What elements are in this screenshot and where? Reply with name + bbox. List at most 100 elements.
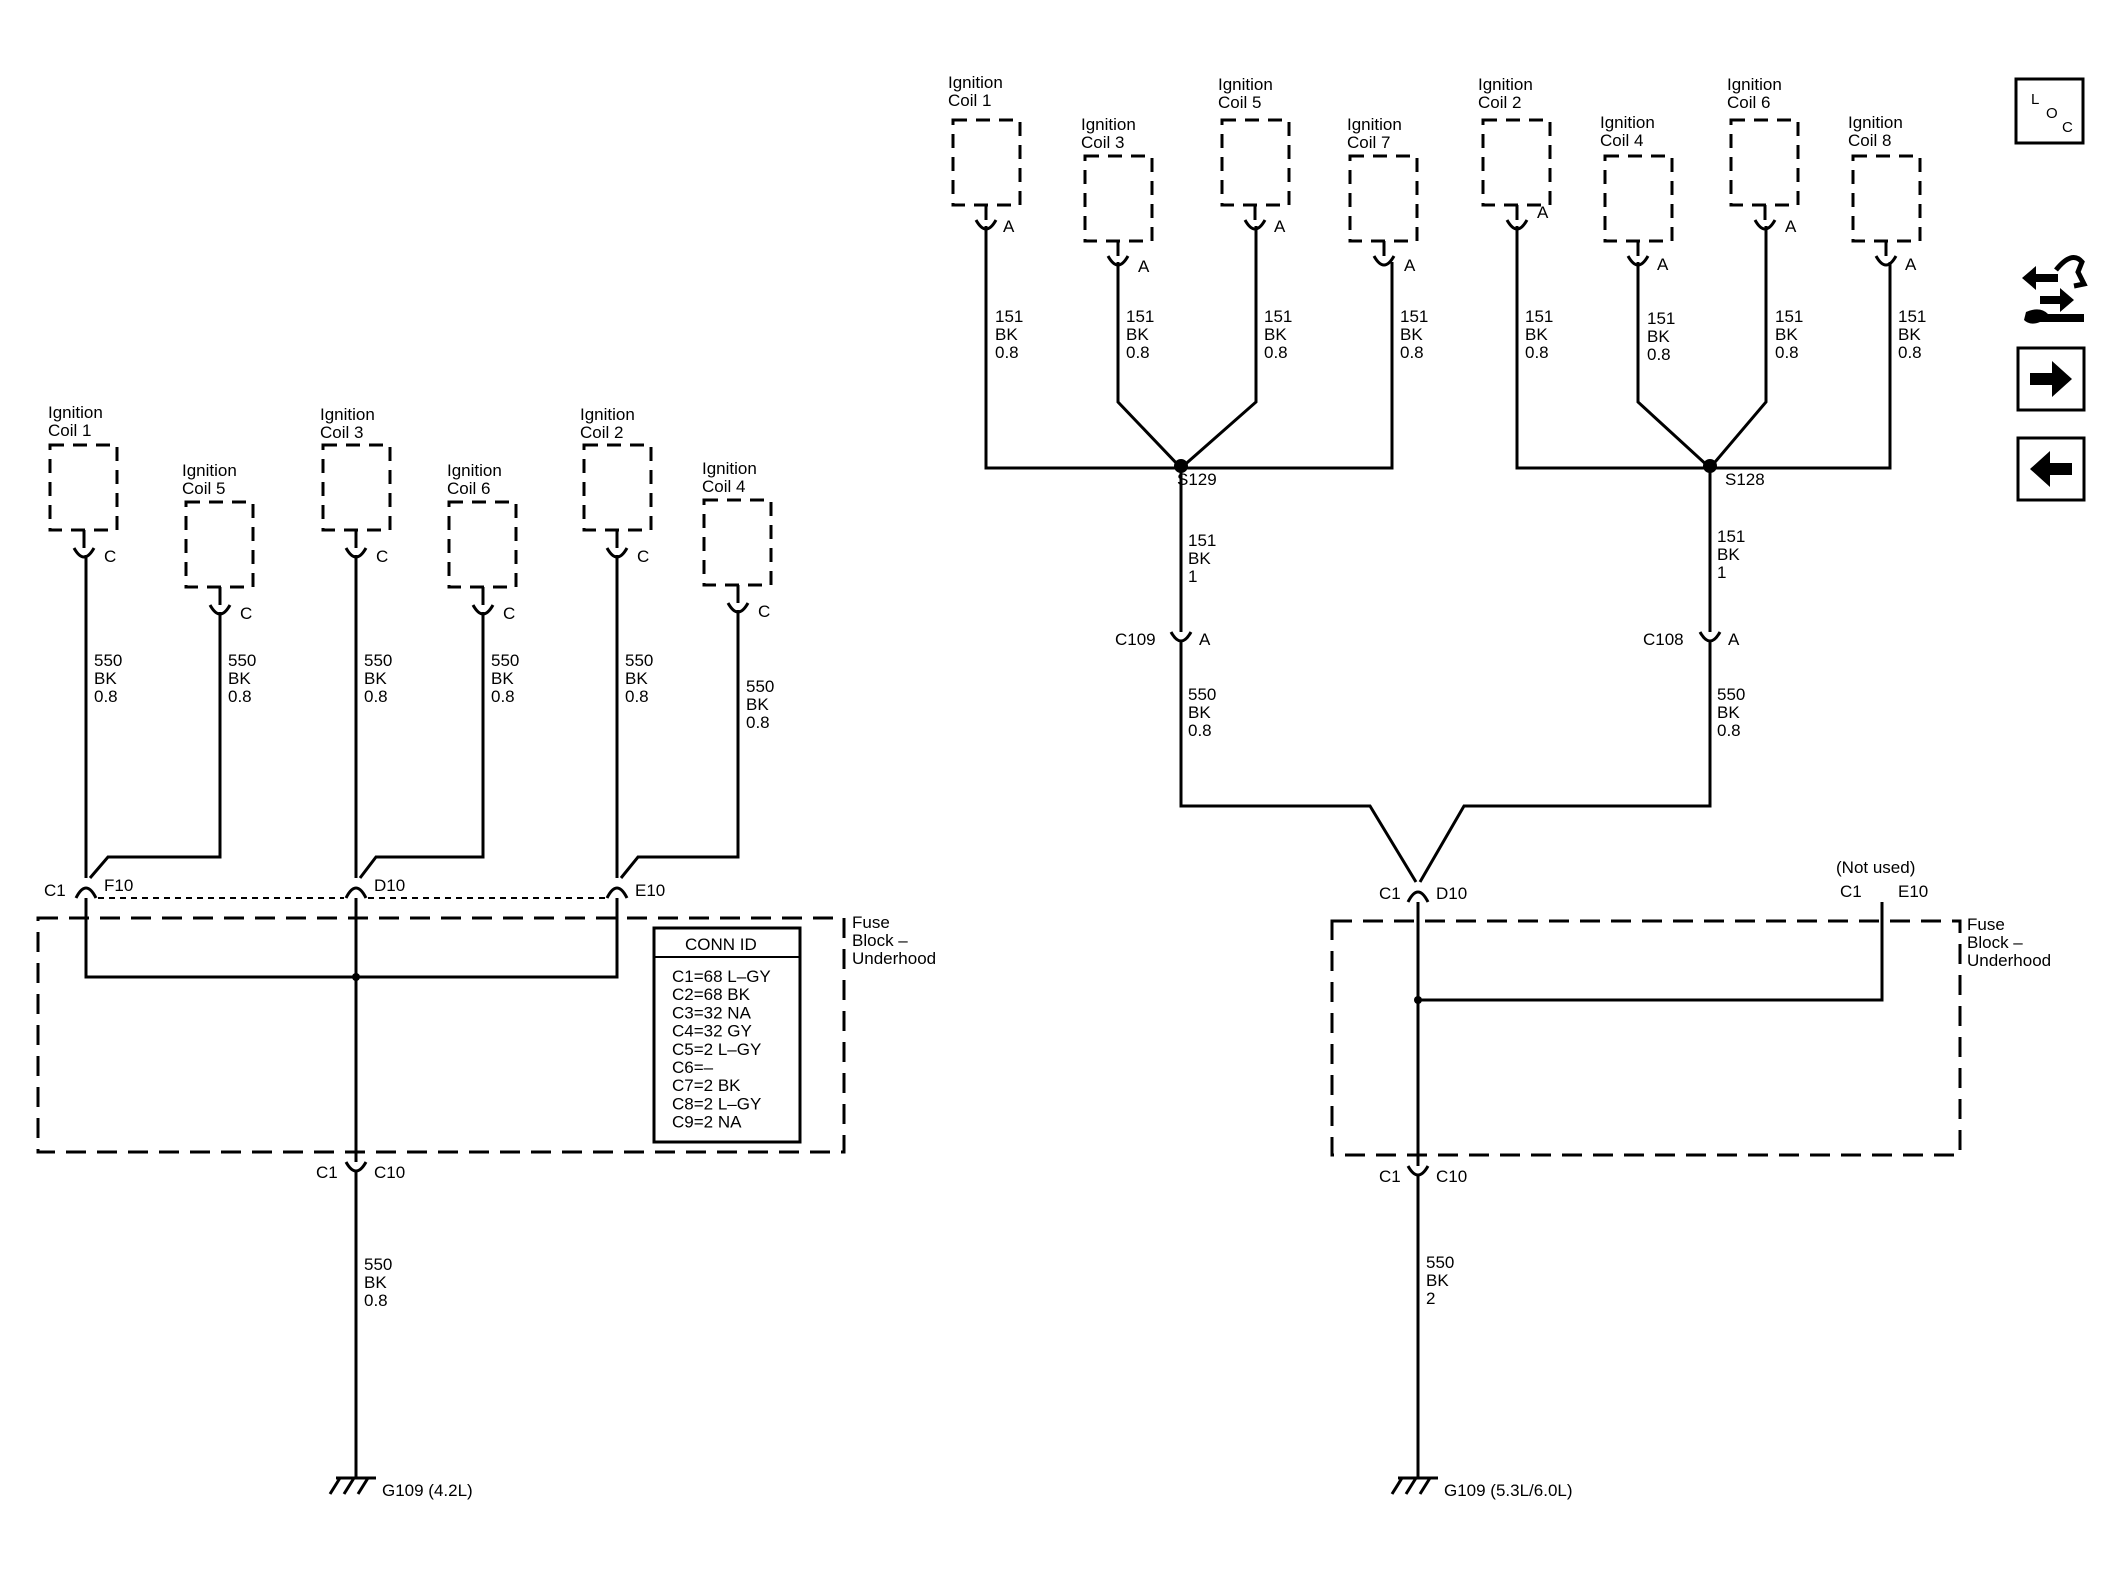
left-coil-5-terminal: C [208, 587, 252, 623]
conn-id-title: CONN ID [685, 935, 757, 954]
left-bottom-c1-label: C1 [316, 1163, 338, 1182]
right-wire-c108-to-d10 [1418, 642, 1712, 883]
left-bottom-c10-label: C10 [374, 1163, 405, 1182]
svg-text:A: A [1274, 217, 1286, 236]
svg-text:O: O [2046, 105, 2058, 122]
svg-text:C: C [2062, 119, 2073, 136]
right-connector-d10 [1406, 890, 1430, 903]
left-coil-2-box [582, 443, 653, 532]
left-internal-bus [84, 898, 619, 979]
svg-text:L: L [2031, 91, 2039, 108]
next-page-button[interactable] [2016, 346, 2086, 412]
right-wire-c109-to-d10 [1179, 642, 1418, 883]
left-wire-coil-5 [88, 612, 222, 879]
right-coil-3-terminal: A [1106, 241, 1150, 276]
right-coil-7-box [1348, 154, 1419, 243]
right-connector-c1-label: C1 [1379, 884, 1401, 903]
left-internal-splice [352, 973, 360, 981]
right-coil-6-terminal: A [1753, 205, 1797, 236]
right-coil-8-box [1851, 154, 1922, 243]
right-bottom-c10-label: C10 [1436, 1167, 1467, 1186]
not-used-e10-label: E10 [1898, 882, 1928, 901]
right-internal-branch [1418, 920, 1884, 1002]
location-icon: L O C [2031, 91, 2073, 136]
right-coil-7-terminal: A [1372, 241, 1416, 275]
left-coil-4-box [702, 498, 773, 587]
left-coil-2-terminal: C [605, 530, 649, 566]
right-wire-s128-outer [1515, 226, 1892, 470]
right-bottom-c1-label: C1 [1379, 1167, 1401, 1186]
left-connector-e10 [605, 886, 629, 899]
previous-page-button[interactable] [2016, 436, 2086, 502]
next-arrow-icon [2030, 361, 2072, 397]
location-button[interactable]: L O C [2014, 77, 2085, 145]
left-ground-label: G109 (4.2L) [382, 1481, 473, 1500]
svg-text:A: A [1404, 256, 1416, 275]
right-coil-1-terminal: A [974, 205, 1015, 236]
conn-id-rows: C1=68 L–GY C2=68 BK C3=32 NA C4=32 GY C5… [672, 967, 775, 1132]
connector-c108 [1698, 622, 1722, 643]
right-coil-6-box [1729, 118, 1800, 207]
left-connector-d10 [344, 886, 368, 899]
left-connector-c1-label: C1 [44, 881, 66, 900]
svg-text:A: A [1138, 257, 1150, 276]
right-coil-2-terminal: A [1505, 203, 1549, 231]
left-connector-d10-label: D10 [374, 876, 405, 895]
not-used-note: (Not used) [1836, 858, 1915, 877]
left-coil-5-box [184, 500, 255, 589]
left-coil-6-box [447, 500, 518, 589]
left-coil-3-terminal: C [344, 530, 388, 566]
previous-arrow-icon [2030, 451, 2072, 487]
left-fuse-block-outline [36, 916, 846, 1154]
left-coil-6-terminal: C [471, 587, 515, 623]
right-coil-8-terminal: A [1874, 241, 1917, 274]
left-conn-id-table: CONN ID C1=68 L–GY C2=68 BK C3=32 NA C4=… [652, 926, 802, 1144]
left-bottom-connector [344, 1161, 368, 1173]
left-coil-1-box [48, 443, 119, 532]
swap-arrows-icon[interactable] [2018, 252, 2088, 332]
svg-text:C: C [503, 604, 515, 623]
right-coil-3-box [1083, 154, 1154, 243]
right-coil-4-terminal: A [1626, 241, 1669, 274]
svg-text:C: C [240, 604, 252, 623]
right-coil-5-box [1220, 118, 1291, 207]
connector-c109-label: C109 [1115, 630, 1156, 649]
left-ground-symbol [328, 1476, 376, 1495]
svg-text:A: A [1003, 217, 1015, 236]
right-coil-2-box [1481, 118, 1552, 207]
left-coil-1-terminal: C [72, 530, 116, 566]
left-connector-e10-label: E10 [635, 881, 665, 900]
right-wire-s129-outer [984, 226, 1394, 470]
svg-text:A: A [1785, 217, 1797, 236]
connector-c109-pin: A [1199, 630, 1211, 649]
left-coil-3-box [321, 443, 392, 532]
left-wire-coil-6 [358, 612, 485, 879]
